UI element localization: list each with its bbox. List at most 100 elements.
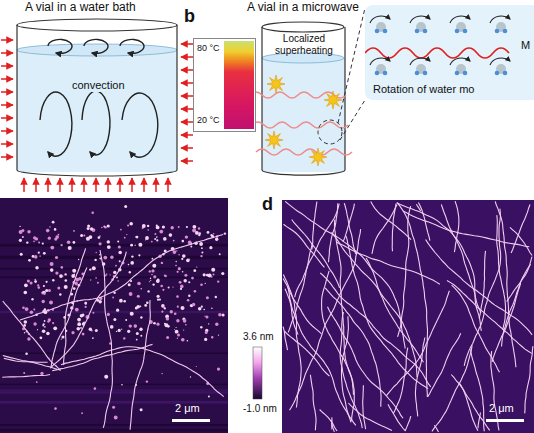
heat-arrow: [181, 69, 193, 71]
fibril: [310, 375, 316, 431]
afm-speck: [124, 237, 126, 239]
fibril: [398, 206, 411, 337]
afm-speck: [59, 293, 62, 296]
fibril: [510, 227, 532, 255]
afm-speck: [174, 313, 177, 316]
fibril: [426, 240, 532, 335]
afm-speck: [25, 307, 29, 311]
afm-speck: [178, 254, 180, 256]
fibril: [372, 204, 397, 253]
afm-speck: [67, 241, 71, 245]
afm-speck: [83, 235, 85, 237]
afm-speck: [24, 332, 25, 333]
fibril: [331, 417, 332, 429]
afm-speck: [159, 299, 161, 301]
afm-speck: [146, 302, 149, 305]
afm-speck: [217, 368, 220, 371]
heat-arrow: [181, 43, 193, 45]
hot-spot: [324, 91, 342, 109]
afm-speck: [61, 266, 64, 269]
afm-speck: [198, 227, 200, 229]
zoom-inset: MRotation of water mo: [365, 5, 534, 100]
afm-speck: [38, 286, 41, 289]
afm-speck: [55, 256, 58, 259]
afm-speck: [35, 266, 38, 269]
afm-speck: [204, 338, 207, 341]
water-hydrogen: [463, 29, 468, 34]
afm-speck: [134, 244, 136, 246]
afm-speck: [45, 289, 48, 292]
afm-speck: [185, 324, 186, 325]
fibril: [61, 347, 224, 397]
afm-speck: [33, 241, 35, 243]
afm-speck: [144, 304, 147, 307]
water-hydrogen: [415, 29, 420, 34]
afm-speck: [40, 336, 43, 339]
fibril: [130, 300, 150, 430]
afm-speck: [215, 238, 218, 241]
afm-speck: [38, 241, 40, 243]
fibril: [320, 273, 431, 387]
afm-speck: [156, 226, 160, 230]
fibril: [502, 264, 531, 346]
afm-speck: [84, 302, 87, 305]
scan-streak: [0, 424, 228, 426]
heat-arrow: [1, 156, 13, 158]
heat-arrow: [181, 95, 193, 97]
afm-speck: [89, 235, 93, 239]
afm-speck: [195, 231, 199, 235]
afm-speck: [196, 366, 197, 367]
annotation-label: -1.0 nm: [243, 403, 277, 415]
afm-speck: [189, 258, 191, 260]
fibril: [100, 250, 112, 428]
afm-speck: [50, 268, 54, 272]
afm-speck: [154, 238, 156, 240]
afm-speck: [145, 236, 149, 240]
afm-speck: [73, 230, 75, 232]
afm-speck: [123, 300, 126, 303]
fibril: [478, 413, 481, 429]
afm-speck: [178, 226, 180, 228]
afm-speck: [99, 300, 102, 303]
thermal-map: [224, 41, 254, 129]
afm-speck: [183, 256, 185, 258]
afm-speck: [171, 226, 174, 229]
afm-speck: [77, 327, 81, 331]
fibril: [428, 333, 461, 397]
afm-speck: [217, 280, 219, 282]
afm-speck: [147, 225, 149, 227]
afm-speck: [103, 256, 107, 260]
afm-speck: [20, 253, 23, 256]
heat-arrow: [143, 178, 145, 192]
afm-speck: [85, 306, 87, 308]
rotation-arrow: [450, 58, 470, 65]
afm-speck: [46, 229, 50, 233]
afm-speck: [146, 380, 148, 382]
afm-speck: [206, 274, 209, 277]
fibril: [434, 425, 438, 432]
scan-streak: [0, 429, 228, 431]
afm-speck: [215, 323, 218, 326]
fibril: [479, 251, 485, 318]
afm-speck: [28, 259, 31, 262]
afm-speck: [176, 319, 179, 322]
heat-arrow: [1, 91, 13, 93]
hot-spot: [309, 148, 327, 166]
afm-speck: [221, 272, 224, 275]
water-hydrogen: [375, 71, 380, 76]
afm-speck: [81, 412, 83, 414]
heat-arrow: [59, 178, 61, 192]
water-hydrogen: [423, 71, 428, 76]
afm-speck: [178, 267, 181, 270]
afm-speck: [180, 288, 182, 290]
afm-speck: [190, 245, 192, 247]
panel-letter: d: [262, 194, 273, 215]
afm-speck: [222, 314, 225, 317]
fibril: [322, 271, 354, 395]
fibril: [51, 252, 126, 368]
fibril: [397, 203, 428, 397]
afm-speck: [77, 318, 81, 322]
fibril: [64, 248, 86, 365]
afm-speck: [24, 283, 28, 287]
water-hydrogen: [415, 71, 420, 76]
